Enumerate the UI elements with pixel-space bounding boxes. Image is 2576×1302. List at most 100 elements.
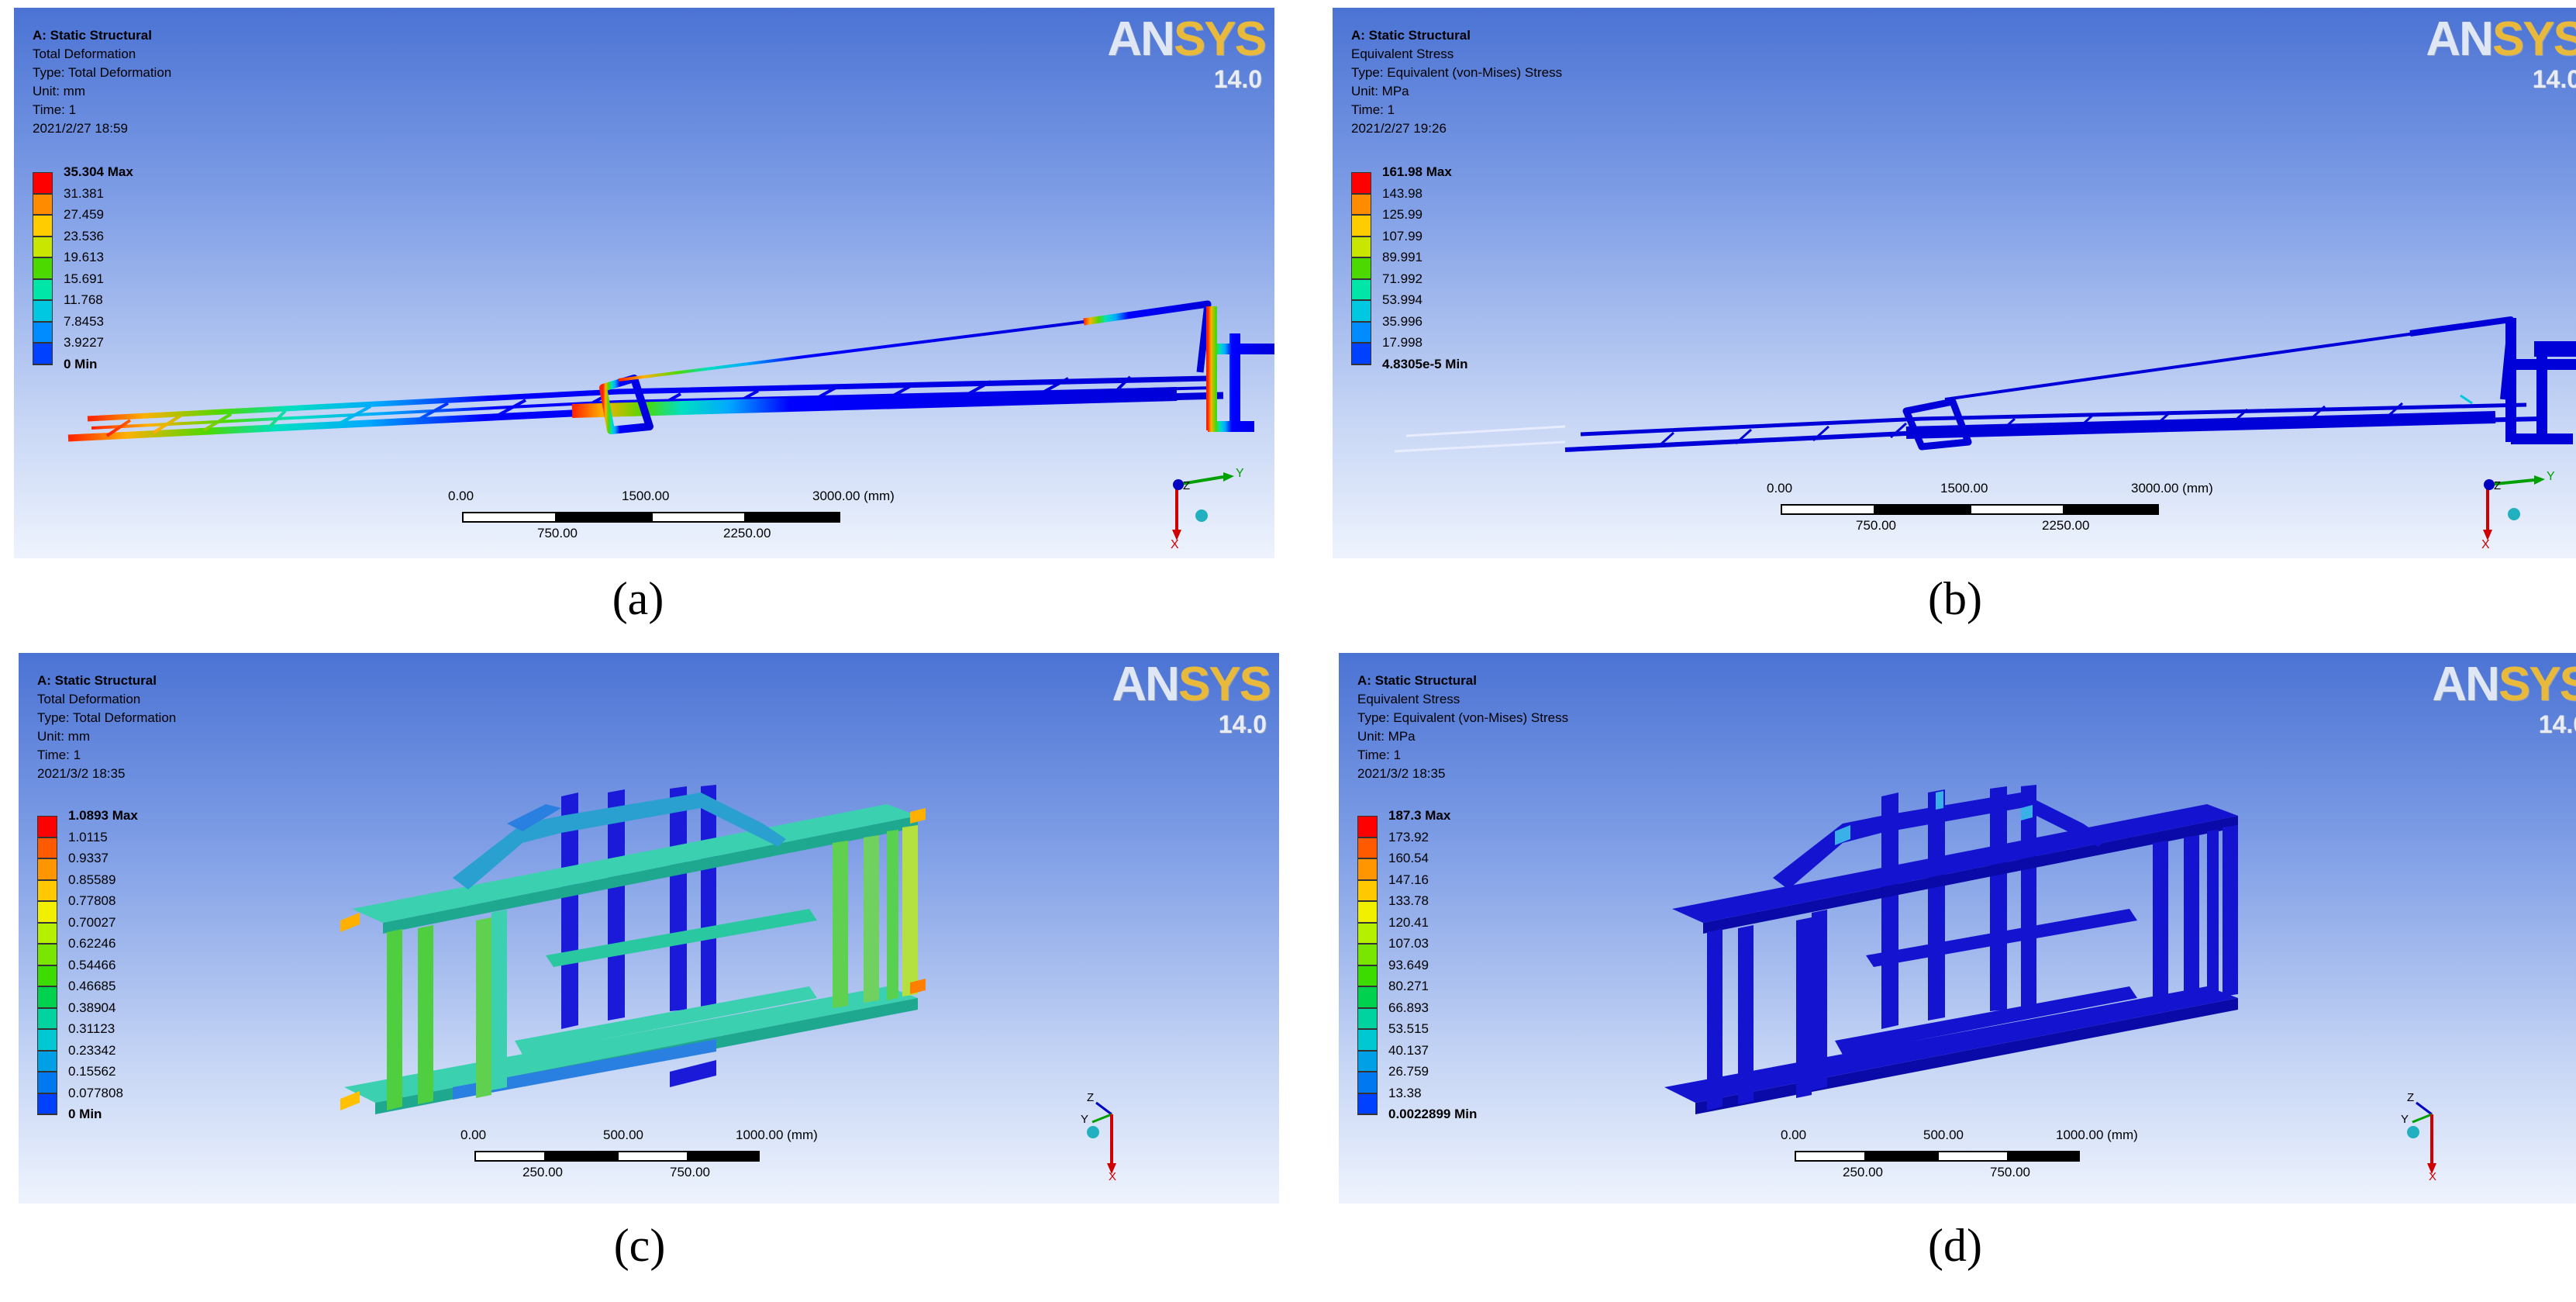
legend-label: 143.98 <box>1382 185 1422 201</box>
legend-label: 13.38 <box>1388 1085 1422 1100</box>
legend-label: 0.70027 <box>68 914 116 930</box>
legend-swatch <box>1357 1029 1378 1051</box>
axis-z-label: Z <box>2407 1091 2414 1104</box>
logo-sys: SYS <box>2492 12 2576 66</box>
frame-model-deformation[interactable] <box>19 653 1279 1204</box>
axis-triad[interactable]: Z Y X <box>1081 1079 1158 1180</box>
axis-y-label: Y <box>1236 467 1244 480</box>
legend-swatch <box>33 300 53 322</box>
legend-label: 80.271 <box>1388 979 1429 993</box>
ansys-logo: ANSYS 14.0 <box>1107 12 1267 94</box>
legend-swatch <box>1357 1093 1378 1114</box>
frame-model-stress[interactable] <box>1339 653 2576 1204</box>
analysis-title: A: Static Structural <box>1357 673 1477 688</box>
legend-label: 147.16 <box>1388 872 1429 887</box>
legend-label: 89.991 <box>1382 250 1422 264</box>
legend-label: 93.649 <box>1388 957 1429 972</box>
legend-swatch <box>33 257 53 279</box>
scale-label: 2250.00 <box>2042 518 2090 533</box>
scale-label: 750.00 <box>670 1165 710 1179</box>
axis-y-label: Y <box>2401 1113 2409 1126</box>
legend-swatch <box>1357 879 1378 901</box>
legend-swatch-end <box>1357 1114 1378 1115</box>
legend-swatch <box>37 922 57 944</box>
ansys-version: 14.0 <box>2532 65 2576 93</box>
legend-swatch <box>1357 922 1378 944</box>
result-info: A: Static Structural Total Deformation T… <box>33 26 171 138</box>
legend-label: 187.3 Max <box>1388 808 1451 823</box>
result-unit: Unit: mm <box>37 729 90 744</box>
caption-b: (b) <box>1928 573 1982 624</box>
legend-label: 0.9337 <box>68 851 109 865</box>
scale-label: 750.00 <box>537 526 578 540</box>
legend-label: 0.23342 <box>68 1042 116 1058</box>
scale-label: 750.00 <box>1990 1165 2030 1179</box>
analysis-title: A: Static Structural <box>33 28 152 43</box>
axis-z-label: Z <box>1183 479 1190 492</box>
axis-y-label: Y <box>2547 470 2555 483</box>
legend-swatch <box>37 965 57 986</box>
legend-label: 160.54 <box>1388 851 1429 865</box>
legend-label: 1.0115 <box>68 829 108 844</box>
ansys-logo: ANSYS 14.0 <box>1112 658 1271 739</box>
legend-swatch <box>1357 901 1378 923</box>
axis-triad[interactable]: Z Y X <box>2401 1079 2478 1180</box>
axis-x-label: X <box>1109 1170 1116 1180</box>
analysis-title: A: Static Structural <box>37 673 157 688</box>
viewport-panel-d[interactable]: A: Static Structural Equivalent Stress T… <box>1339 653 2576 1204</box>
legend-label: 0 Min <box>64 356 98 371</box>
legend-swatch <box>1351 193 1371 215</box>
scale-label: 1500.00 <box>622 489 670 503</box>
result-unit: Unit: MPa <box>1351 84 1409 98</box>
viewport-panel-c[interactable]: A: Static Structural Total Deformation T… <box>19 653 1279 1204</box>
ansys-version: 14.0 <box>2538 710 2576 738</box>
legend-swatch <box>33 193 53 215</box>
legend-label: 0.54466 <box>68 957 116 972</box>
axis-triad[interactable]: Y Z X <box>2464 454 2557 551</box>
legend-swatch-end <box>1351 364 1371 365</box>
caption-d: (d) <box>1928 1220 1982 1271</box>
viewport-panel-a[interactable]: A: Static Structural Total Deformation T… <box>14 8 1274 558</box>
logo-an: AN <box>2426 12 2494 66</box>
legend-swatch <box>1351 257 1371 279</box>
logo-an: AN <box>2432 658 2500 711</box>
scale-label: 1000.00 (mm) <box>736 1128 818 1142</box>
boom-model-deformation[interactable] <box>14 8 1274 558</box>
result-date: 2021/2/27 18:59 <box>33 121 128 136</box>
result-name: Total Deformation <box>37 692 141 706</box>
logo-sys: SYS <box>1178 658 1271 711</box>
scale-label: 250.00 <box>1843 1165 1883 1179</box>
legend-label: 53.515 <box>1388 1021 1429 1036</box>
legend-swatch <box>37 1050 57 1072</box>
legend-label: 125.99 <box>1382 207 1422 222</box>
legend-swatch <box>1357 837 1378 858</box>
legend-swatch <box>33 172 53 194</box>
logo-sys: SYS <box>2498 658 2576 711</box>
legend-label: 161.98 Max <box>1382 164 1452 179</box>
result-type: Type: Total Deformation <box>37 710 177 725</box>
caption-c: (c) <box>613 1220 666 1271</box>
viewport-panel-b[interactable]: A: Static Structural Equivalent Stress T… <box>1333 8 2576 558</box>
legend-swatch <box>33 236 53 257</box>
legend-label: 7.8453 <box>64 313 104 329</box>
scale-label: 500.00 <box>1923 1128 1964 1142</box>
scale-label: 1500.00 <box>1940 481 1988 496</box>
axis-triad[interactable]: Y Z X <box>1161 454 1247 551</box>
legend-swatch <box>33 278 53 300</box>
legend-swatch <box>1357 1007 1378 1029</box>
boom-model-stress[interactable] <box>1333 8 2576 558</box>
legend-label: 0.46685 <box>68 979 116 993</box>
legend-label: 53.994 <box>1382 292 1422 307</box>
legend-label: 15.691 <box>64 271 104 286</box>
logo-sys: SYS <box>1173 12 1267 66</box>
scale-label: 3000.00 (mm) <box>2131 481 2213 496</box>
result-unit: Unit: MPa <box>1357 729 1416 744</box>
result-name: Equivalent Stress <box>1357 692 1460 706</box>
legend-label: 23.536 <box>64 228 104 243</box>
axis-z-label: Z <box>2494 479 2501 492</box>
legend-label: 107.99 <box>1382 228 1422 243</box>
result-type: Type: Total Deformation <box>33 65 172 80</box>
legend-swatch <box>33 215 53 237</box>
axis-x-label: X <box>1171 538 1179 551</box>
legend-swatch-end <box>37 1114 57 1115</box>
